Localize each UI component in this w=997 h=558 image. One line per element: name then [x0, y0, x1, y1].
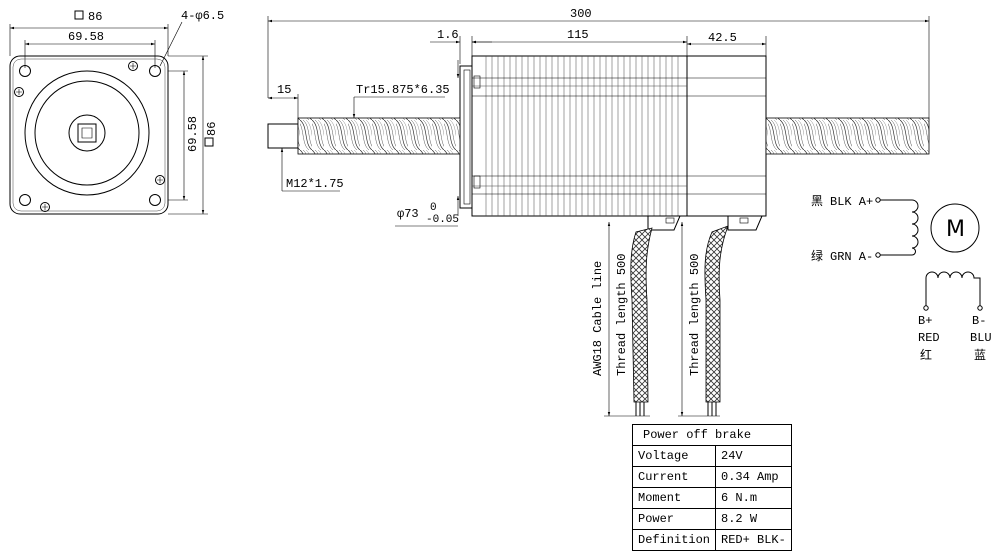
a-minus-label: GRN A- [830, 250, 873, 264]
boss-outer [24, 70, 150, 196]
cable-right [704, 225, 729, 403]
b-minus-label: B- [972, 314, 986, 328]
b-minus-cn: 蓝 [974, 348, 986, 362]
mount-hole [149, 194, 161, 206]
tol-upper: 0 [430, 202, 437, 214]
b-minus-color: BLU [970, 331, 992, 345]
row-label: Voltage [631, 445, 717, 467]
cable-label-length-left: Thread length 500 [615, 254, 629, 376]
brake-length: 42.5 [708, 31, 737, 45]
flange-thickness: 1.6 [437, 28, 459, 42]
motor-letter: M [946, 217, 965, 242]
lead-screw-left [297, 117, 461, 155]
shaft-end [267, 123, 299, 149]
b-plus-cn: 红 [920, 347, 932, 362]
brake-spec-table: Power off brake Voltage 24V Current 0.34… [631, 424, 792, 551]
row-label: Current [631, 466, 717, 488]
front-hole-spec: 4-φ6.5 [181, 9, 224, 23]
shaft-collar [68, 114, 106, 152]
row-value: 0.34 Amp [715, 466, 792, 488]
front-hole-spacing-h: 69.58 [68, 30, 104, 44]
table-row: Power 8.2 W [631, 508, 792, 530]
a-plus-label: BLK A+ [830, 195, 873, 209]
front-hole-spacing-v: 69.58 [186, 116, 200, 152]
row-label: Power [631, 508, 717, 530]
boss-inner [34, 80, 140, 186]
motor-symbol [930, 203, 980, 253]
cable-connector-left [647, 215, 681, 231]
table-row: Voltage 24V [631, 445, 792, 467]
table-row: Current 0.34 Amp [631, 466, 792, 488]
shaft-square [77, 123, 97, 143]
coil-b [925, 271, 981, 306]
row-value: 8.2 W [715, 508, 792, 530]
coil-a [911, 199, 919, 256]
side-view: 300 1.6 115 42.5 [267, 7, 930, 417]
total-length: 300 [570, 7, 592, 21]
boss-diameter: φ73 [397, 207, 419, 221]
table-row: Moment 6 N.m [631, 487, 792, 509]
mount-hole [19, 194, 31, 206]
thread-spec: M12*1.75 [286, 177, 344, 191]
row-value: 24V [715, 445, 792, 467]
cable-label-length-right: Thread length 500 [688, 254, 702, 376]
cable-left [630, 227, 653, 403]
b-plus-label: B+ [918, 314, 932, 328]
square-symbol [74, 10, 84, 20]
row-label: Moment [631, 487, 717, 509]
a-minus-cn: 绿 [811, 248, 823, 263]
row-value: RED+ BLK- [715, 529, 792, 551]
mount-hole [19, 65, 31, 77]
cooling-fins [472, 56, 766, 216]
cable-connector-right [727, 215, 763, 231]
table-row: Definition RED+ BLK- [631, 529, 792, 551]
front-square-size: 86 [88, 10, 102, 24]
a-plus-cn: 黑 [811, 194, 823, 208]
front-view: 86 69.58 4-φ6.5 [9, 9, 224, 215]
table-title: Power off brake [632, 424, 792, 446]
tol-lower: -0.05 [426, 214, 459, 226]
shaft-end-length: 15 [277, 83, 291, 97]
wiring-diagram: 黑 BLK A+ 绿 GRN A- M B+ RED 红 B- BLU 蓝 [811, 194, 992, 362]
row-label: Definition [631, 529, 717, 551]
motor-face [9, 55, 169, 215]
table-header-row: Power off brake [632, 424, 792, 446]
front-side-size: 86 [205, 122, 219, 136]
lead-screw-right [765, 117, 930, 155]
mount-hole [149, 65, 161, 77]
body-length: 115 [567, 28, 589, 42]
b-plus-color: RED [918, 331, 940, 345]
lead-screw-spec: Tr15.875*6.35 [356, 83, 450, 97]
row-value: 6 N.m [715, 487, 792, 509]
cable-label-awg: AWG18 Cable line [591, 261, 605, 376]
